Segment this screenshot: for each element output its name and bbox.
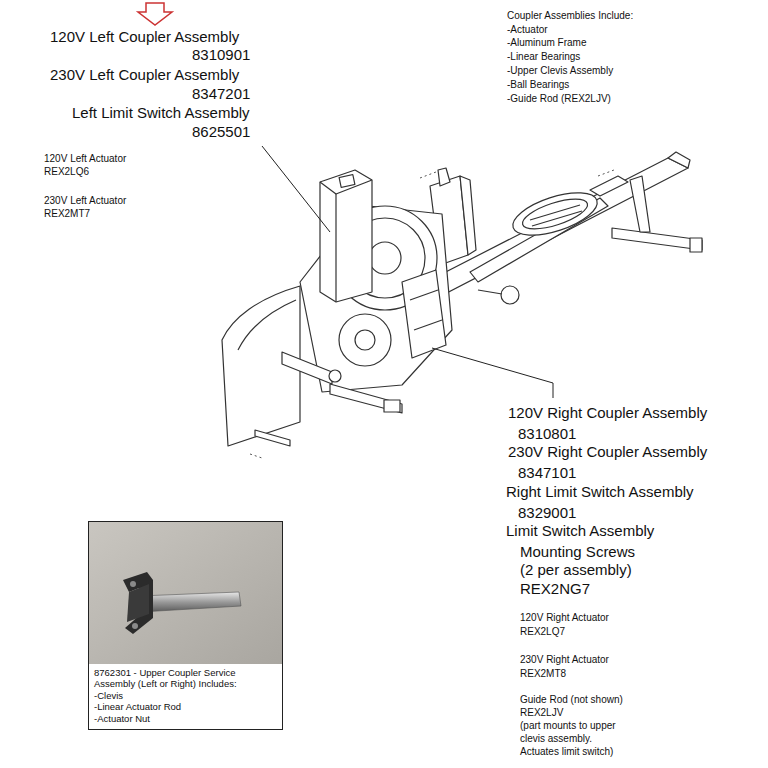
part-note: Actuates limit switch) [520, 746, 613, 758]
caption-item: -Clevis [94, 690, 277, 701]
caption-heading: 8762301 - Upper Coupler Service Assembly… [94, 667, 277, 690]
note-heading: Coupler Assemblies Include: [507, 10, 633, 22]
part-number: 8347101 [518, 464, 576, 481]
part-number: 8310901 [192, 46, 250, 63]
part-photo [89, 522, 282, 664]
part-name: Mounting Screws [520, 543, 635, 560]
pointer-arrow [138, 3, 172, 25]
part-name: 230V Left Coupler Assembly [50, 66, 239, 83]
part-name: Limit Switch Assembly [506, 522, 654, 539]
part-number: REX2LQ7 [520, 626, 565, 638]
part-name: 230V Right Actuator [520, 654, 609, 666]
note-item: -Upper Clevis Assembly [507, 65, 613, 77]
part-number: REX2MT8 [520, 668, 566, 680]
part-number: REX2NG7 [520, 580, 590, 597]
leader-line [262, 146, 553, 398]
part-number: 8347201 [192, 85, 250, 102]
part-name: 120V Right Coupler Assembly [508, 404, 707, 421]
note-item: -Aluminum Frame [507, 37, 586, 49]
note-item: -Linear Bearings [507, 51, 580, 63]
machine-drawing [222, 152, 702, 446]
note-item: -Guide Rod (REX2LJV) [507, 93, 611, 105]
part-name: Guide Rod (not shown) [520, 694, 623, 706]
note-item: -Actuator [507, 24, 548, 36]
part-number: 8310801 [518, 425, 576, 442]
photo-caption-box: 8762301 - Upper Coupler Service Assembly… [88, 521, 283, 730]
part-name: 120V Left Coupler Assembly [50, 28, 239, 45]
part-name: 230V Left Actuator [44, 195, 126, 207]
part-number: REX2LQ6 [44, 166, 89, 178]
part-name: 120V Left Actuator [44, 153, 126, 165]
note-item: -Ball Bearings [507, 79, 569, 91]
part-note: (part mounts to upper [520, 720, 616, 732]
part-note: clevis assembly. [520, 733, 592, 745]
part-number: REX2LJV [520, 707, 563, 719]
part-name: Left Limit Switch Assembly [72, 104, 250, 121]
caption-item: -Actuator Nut [94, 713, 277, 724]
part-name: 230V Right Coupler Assembly [508, 443, 707, 460]
part-note: (2 per assembly) [520, 561, 632, 578]
part-number: 8329001 [518, 504, 576, 521]
part-number: 8625501 [192, 123, 250, 140]
part-number: REX2MT7 [44, 208, 90, 220]
caption-item: -Linear Actuator Rod [94, 701, 277, 712]
part-name: 120V Right Actuator [520, 612, 609, 624]
part-name: Right Limit Switch Assembly [506, 483, 694, 500]
